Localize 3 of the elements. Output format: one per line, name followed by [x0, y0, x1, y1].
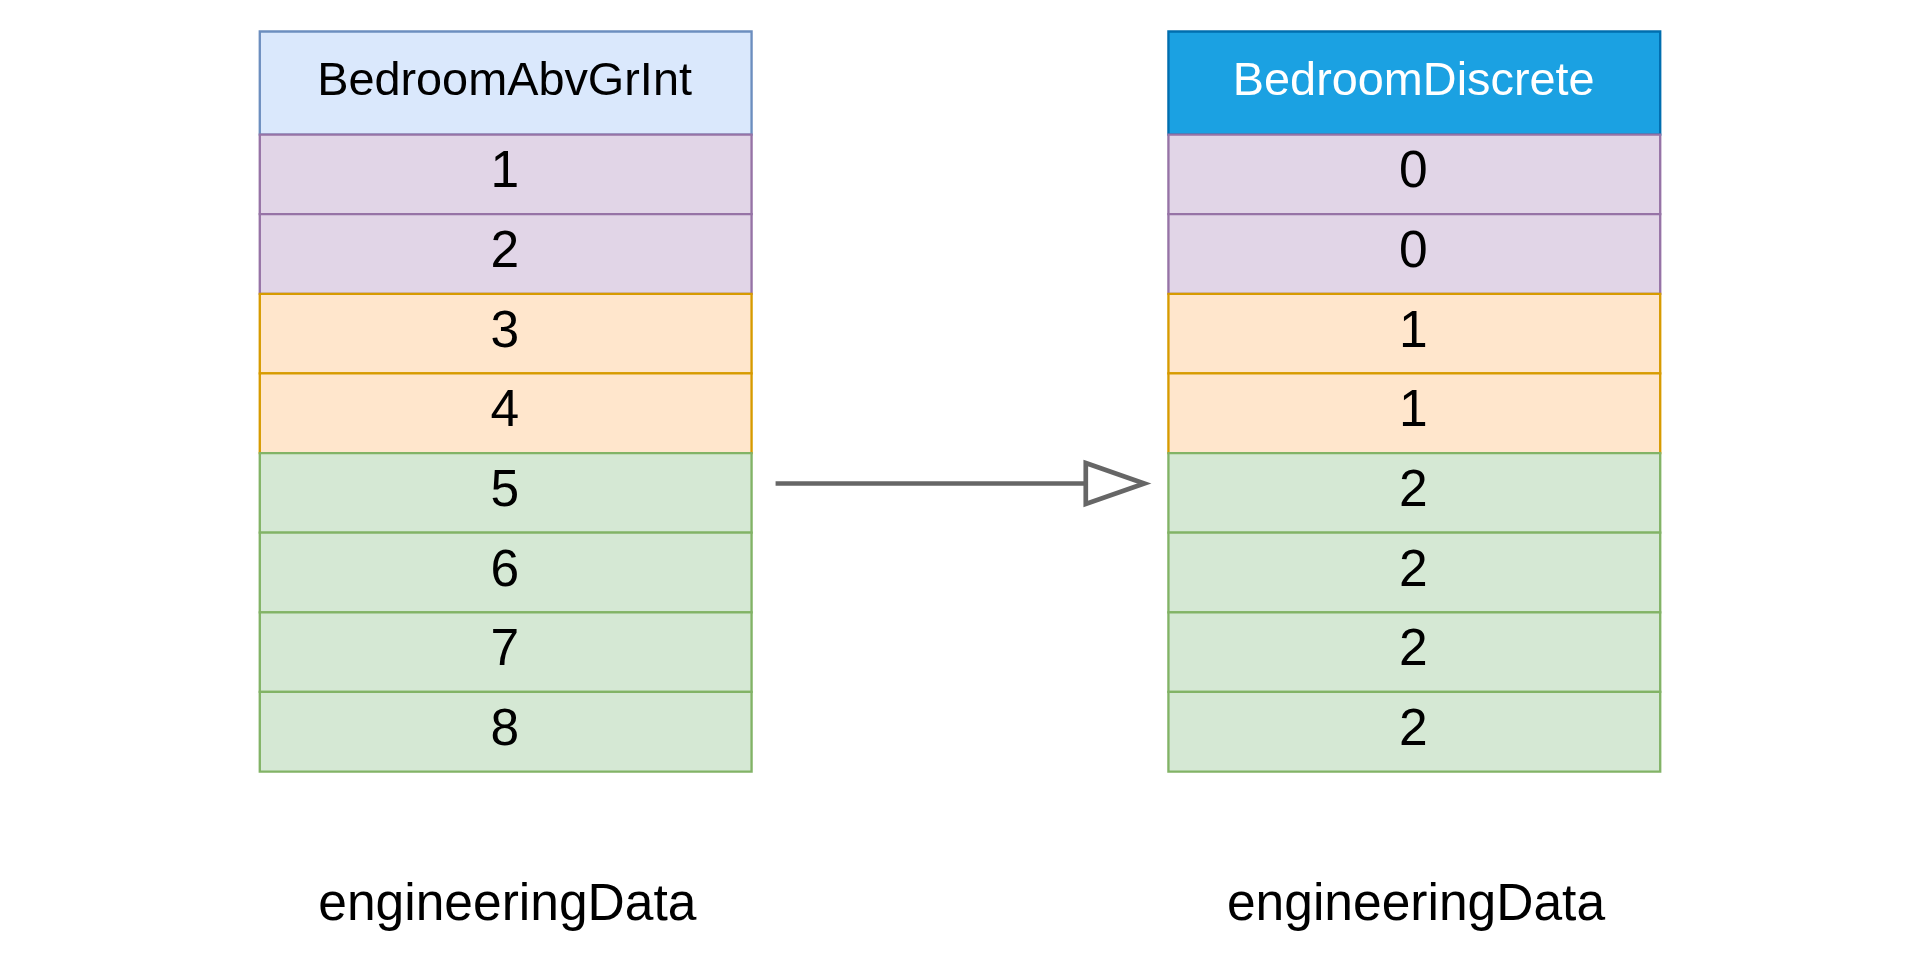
node-label: engineeringData: [1226, 873, 1606, 932]
arrow: [775, 459, 1152, 508]
node-label: engineeringData: [318, 873, 697, 932]
